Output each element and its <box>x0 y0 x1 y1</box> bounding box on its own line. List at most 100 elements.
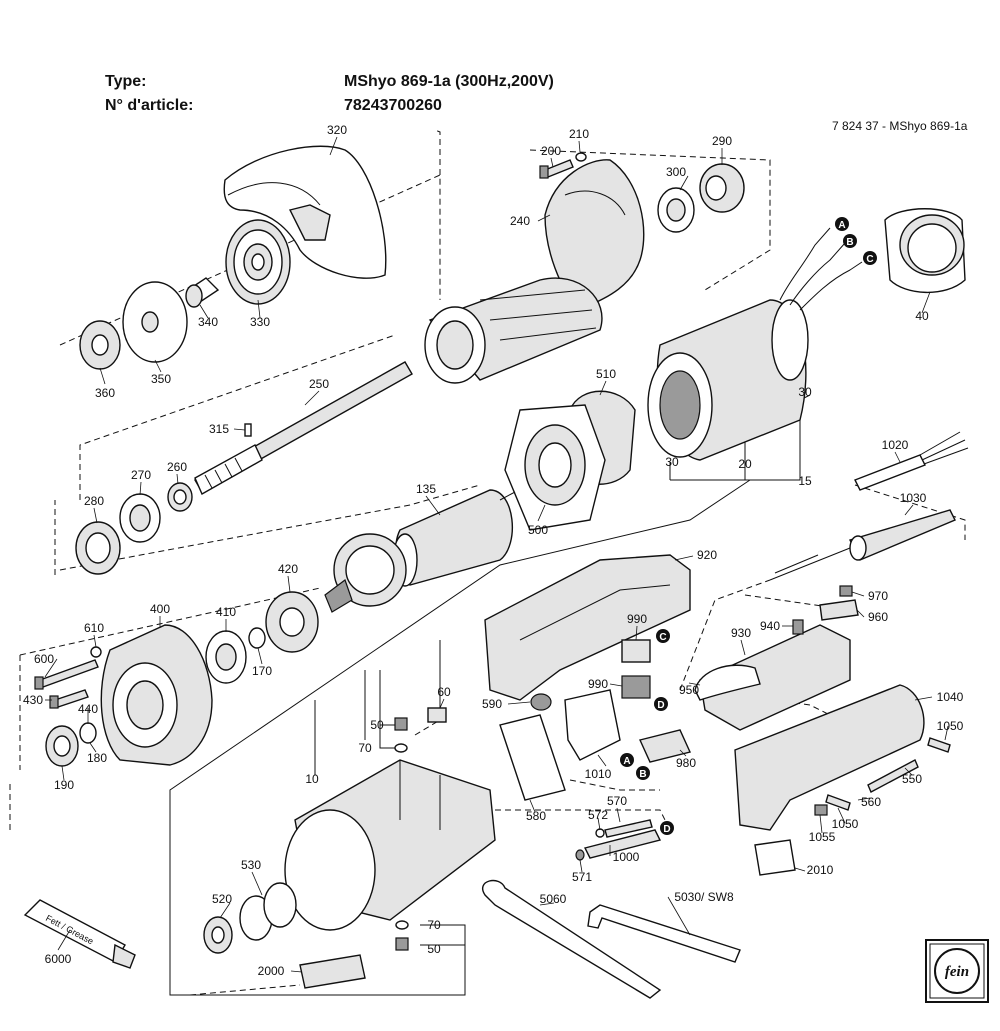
label-1000: 1000 <box>613 850 640 864</box>
spanner-5060 <box>482 879 662 999</box>
label-170: 170 <box>252 664 272 678</box>
clamp-960 <box>819 599 859 621</box>
clamping-nut <box>79 320 121 370</box>
label-70-bottom: 70 <box>427 918 441 932</box>
grease-tube-6000: Fett / Grease <box>23 899 136 969</box>
label-330: 330 <box>250 315 270 329</box>
motor-housing-10 <box>284 759 496 931</box>
marker-d-handle: D <box>654 697 668 711</box>
label-430: 430 <box>23 693 43 707</box>
switch-lever-950 <box>694 664 761 701</box>
cable-sleeve-1030 <box>849 509 956 561</box>
circlip-170 <box>248 627 266 649</box>
label-30-right: 30 <box>798 385 812 399</box>
type-label: Type: <box>105 73 147 90</box>
hex-key-5030 <box>587 904 741 963</box>
label-550: 550 <box>902 772 922 786</box>
label-530: 530 <box>241 858 261 872</box>
front-ring-40 <box>884 208 966 294</box>
screw-570 <box>604 819 653 838</box>
label-10: 10 <box>305 772 319 786</box>
label-180: 180 <box>87 751 107 765</box>
label-135: 135 <box>416 482 436 496</box>
wheel-flange <box>225 219 291 305</box>
capacitor-980 <box>639 729 691 763</box>
label-260: 260 <box>167 460 187 474</box>
screw-600 <box>34 659 99 690</box>
screw-430 <box>49 689 89 709</box>
label-980: 980 <box>676 756 696 770</box>
label-1030: 1030 <box>900 491 927 505</box>
label-30-left: 30 <box>665 455 679 469</box>
label-572: 572 <box>588 808 608 822</box>
svg-text:A: A <box>623 756 630 767</box>
label-60: 60 <box>437 685 451 699</box>
label-940: 940 <box>760 619 780 633</box>
marker-b-bottom: B <box>636 766 650 780</box>
carbon-rings-530 <box>239 882 297 941</box>
cable-clamp-1000 <box>583 829 662 859</box>
label-1050-right: 1050 <box>937 719 964 733</box>
label-520: 520 <box>212 892 232 906</box>
bearing-280 <box>75 521 121 575</box>
label-250: 250 <box>309 377 329 391</box>
screw-50 <box>394 717 408 753</box>
label-510: 510 <box>596 367 616 381</box>
label-1040: 1040 <box>937 690 964 704</box>
bearing-plate-420 <box>265 591 319 653</box>
label-1050-bottom: 1050 <box>832 817 859 831</box>
cable-wires <box>769 547 851 581</box>
label-1010: 1010 <box>585 767 612 781</box>
label-570: 570 <box>607 794 627 808</box>
label-610: 610 <box>84 621 104 635</box>
svg-text:C: C <box>866 254 873 265</box>
label-5030: 5030/ SW8 <box>674 890 734 904</box>
leader-lines <box>44 136 949 973</box>
bearing-410 <box>205 630 247 684</box>
screw-560 <box>825 794 851 811</box>
label-15: 15 <box>798 474 812 488</box>
label-571: 571 <box>572 870 592 884</box>
grommet-60 <box>427 707 447 723</box>
label-50-bottom: 50 <box>427 942 441 956</box>
stator-field-20 <box>647 299 809 461</box>
label-240: 240 <box>510 214 530 228</box>
bearing-270 <box>119 493 161 543</box>
label-920: 920 <box>697 548 717 562</box>
label-990-bottom: 990 <box>588 677 608 691</box>
label-930: 930 <box>731 626 751 640</box>
label-270: 270 <box>131 468 151 482</box>
cable-1020 <box>854 431 969 491</box>
cover-1010 <box>564 689 621 761</box>
bearing-520 <box>203 916 233 954</box>
label-350: 350 <box>151 372 171 386</box>
svg-text:B: B <box>639 769 646 780</box>
header: Type: MShyo 869-1a (300Hz,200V) N° d'art… <box>0 0 1000 133</box>
screws-70-50-bottom <box>395 920 409 951</box>
spindle-250 <box>194 361 413 495</box>
label-560: 560 <box>861 795 881 809</box>
svg-text:C: C <box>659 632 666 643</box>
gear-housing-400 <box>100 624 213 766</box>
type-value: MShyo 869-1a (300Hz,200V) <box>344 73 554 90</box>
screw-1055 <box>814 804 828 816</box>
spacer-sleeve <box>185 277 220 308</box>
label-2010: 2010 <box>807 863 834 877</box>
gear-190 <box>45 725 79 767</box>
document-reference: 7 824 37 - MShyo 869-1a <box>832 119 968 133</box>
handle-housing-920 <box>484 554 691 701</box>
marker-b-top: B <box>843 234 857 248</box>
label-210: 210 <box>569 127 589 141</box>
bearing-300 <box>657 187 695 233</box>
marker-c-handle: C <box>656 629 670 643</box>
circlip-180 <box>79 722 97 744</box>
wheel-guard <box>223 145 387 279</box>
label-2000: 2000 <box>258 964 285 978</box>
marker-d-bottom: D <box>660 821 674 835</box>
article-value: 78243700260 <box>344 97 442 114</box>
outer-flange <box>122 281 188 363</box>
label-40: 40 <box>915 309 929 323</box>
switch-module-930 <box>699 624 851 731</box>
screw-571 <box>575 849 585 861</box>
